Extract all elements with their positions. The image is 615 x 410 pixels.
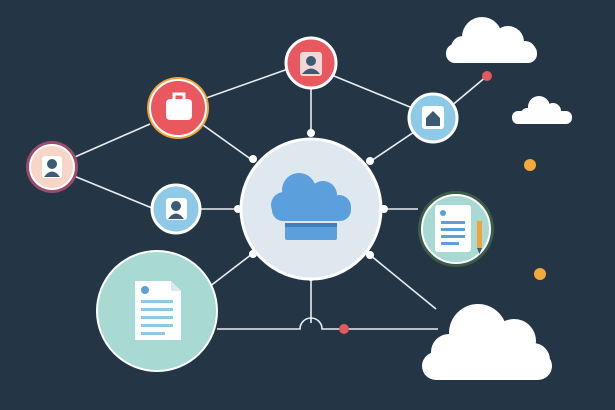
pencil-icon <box>477 221 482 254</box>
joint-dot <box>307 129 315 137</box>
accent-dot-orange <box>524 159 536 171</box>
accent-dot-red <box>482 71 492 81</box>
document-icon <box>435 205 471 252</box>
user-icon <box>42 156 62 178</box>
accent-dot-orange <box>534 268 546 280</box>
cloud-icon <box>512 96 572 124</box>
document-node-right <box>418 191 494 267</box>
cloud-icon <box>422 304 552 380</box>
link-bottom-bus <box>217 317 438 330</box>
briefcase-icon <box>166 92 192 120</box>
accent-dot-red <box>339 324 349 334</box>
joint-dot <box>249 155 257 163</box>
link-home-hub <box>370 129 418 162</box>
central-hub <box>239 137 383 281</box>
document-icon <box>135 281 181 340</box>
user-node-left <box>150 183 202 235</box>
link-home-dot <box>449 75 488 108</box>
briefcase-node <box>147 77 209 139</box>
home-icon <box>422 106 444 129</box>
user-node-top <box>284 36 338 90</box>
user-icon <box>166 198 187 220</box>
user-icon <box>300 52 322 76</box>
joint-dot <box>366 157 374 165</box>
link-top-user-home <box>333 75 411 108</box>
cloud-icon <box>446 17 537 63</box>
link-briefcase-hub <box>202 124 253 161</box>
cloud-icon <box>271 173 351 240</box>
profile-node-left <box>26 141 78 193</box>
joint-dot <box>366 251 374 259</box>
link-hub-cloud-bottom <box>369 254 437 310</box>
home-node <box>407 92 459 144</box>
document-node-left <box>96 250 218 372</box>
